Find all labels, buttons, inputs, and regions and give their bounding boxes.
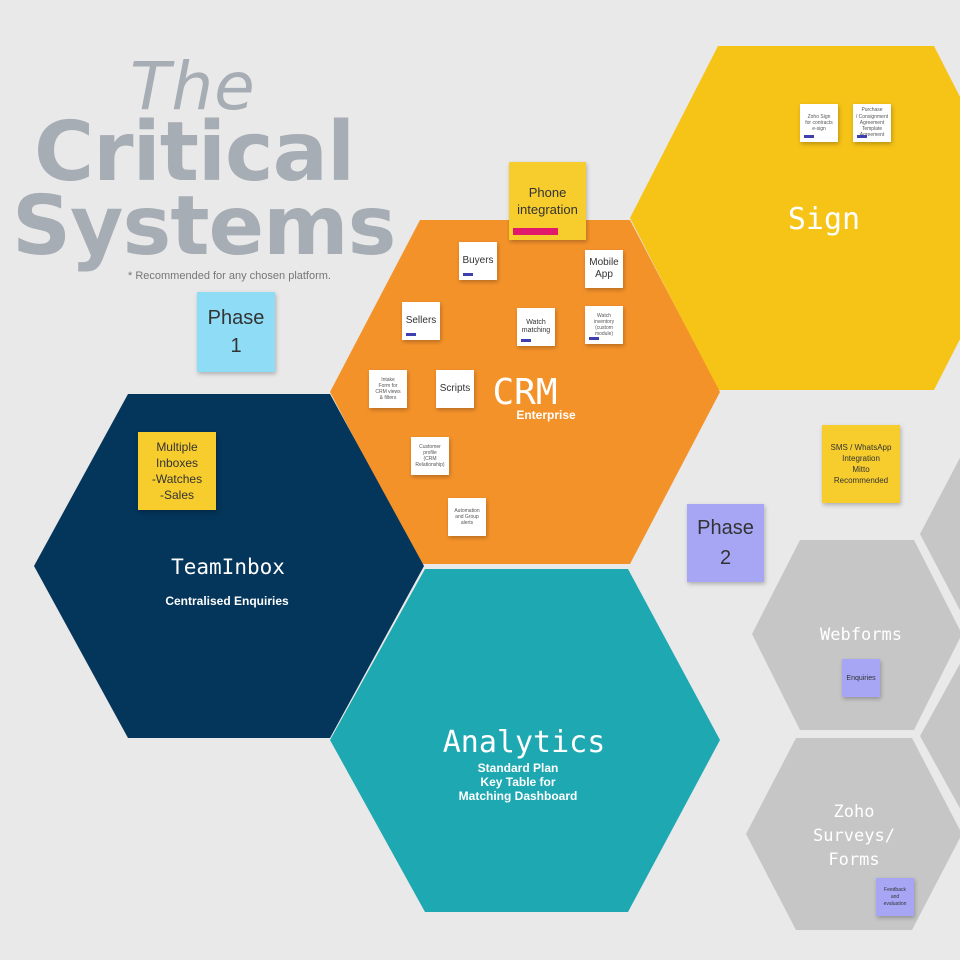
note-zoho-sign1-marker	[804, 135, 814, 138]
note-mobile-line2: App	[595, 269, 613, 280]
surveys-title-line1: Zoho	[833, 802, 875, 822]
analytics-sub-line1: Standard Plan	[477, 761, 559, 775]
note-watch-inventory-line1: Watch	[597, 312, 611, 319]
note-customer-line4: Relationship)	[415, 462, 445, 469]
crm-title: CRM	[492, 372, 558, 413]
note-zoho-sign1-line1: Zoho Sign	[807, 113, 831, 120]
note-watch-inventory-line4: module)	[594, 331, 614, 338]
note-automation[interactable]: Automation and Group alerts	[448, 498, 486, 536]
note-sms-line3: Mitto	[852, 465, 870, 474]
note-intake-line3: CRM views	[375, 389, 401, 395]
note-phase-1[interactable]: Phase 1	[197, 292, 275, 372]
surveys-title-line3: Forms	[828, 850, 880, 870]
webforms-title: Webforms	[820, 625, 902, 645]
note-automation-line3: alerts	[460, 520, 474, 527]
analytics-sub-line3: Matching Dashboard	[458, 789, 578, 803]
note-scripts-label: Scripts	[439, 383, 471, 394]
note-mobile-line1: Mobile	[589, 257, 619, 268]
note-sms-line4: Recommended	[833, 476, 889, 485]
sign-title: Sign	[787, 202, 861, 237]
note-watch-inventory-line3: (custom	[595, 325, 613, 331]
note-feedback-line1: Feedback	[884, 886, 906, 893]
note-feedback-line3: evaluation	[883, 900, 907, 907]
note-zoho-sign1-line2: for contracts	[805, 119, 833, 126]
note-watch-inventory[interactable]: Watch inventory (custom module)	[585, 306, 623, 344]
hexagon-webforms[interactable]	[752, 540, 960, 730]
note-inboxes-line2: Inboxes	[155, 456, 199, 470]
note-buyers-label: Buyers	[462, 255, 494, 266]
note-mobile-app[interactable]: Mobile App	[585, 250, 623, 288]
note-sellers-label: Sellers	[405, 315, 437, 326]
note-inboxes-line4: -Sales	[159, 488, 194, 502]
teaminbox-title: TeamInbox	[171, 555, 285, 579]
note-watch-inventory-marker	[589, 337, 599, 340]
note-watch-matching-line1: Watch	[526, 318, 546, 326]
surveys-title: Zoho Surveys/ Forms	[813, 800, 895, 872]
note-zoho-sign2-marker	[857, 135, 867, 138]
note-phone-line1: Phone	[528, 185, 567, 200]
note-zoho-sign2-line5: Agreement	[859, 132, 885, 139]
note-zoho-sign2-line4: Template	[861, 126, 883, 133]
note-feedback[interactable]: Feedback and evaluation	[876, 878, 914, 916]
note-intake-line1: Intake	[381, 376, 395, 383]
note-customer-line3: (CRM	[423, 456, 437, 462]
title-systems: Systems	[12, 179, 396, 274]
note-inboxes-line3: -Watches	[151, 472, 203, 486]
title-critical: Critical	[34, 105, 355, 200]
hexagon-edge-bottom	[920, 663, 960, 809]
hexagon-teaminbox[interactable]	[34, 394, 424, 738]
crm-subtitle: Enterprise	[516, 408, 576, 422]
note-sellers[interactable]: Sellers	[402, 302, 440, 340]
surveys-title-line2: Surveys/	[813, 826, 895, 846]
phase-1-line2: 1	[230, 335, 242, 357]
note-watch-inventory-line2: inventory	[593, 318, 615, 325]
analytics-subtitle: Standard Plan Key Table for Matching Das…	[459, 761, 578, 803]
note-watch-matching-marker	[521, 339, 531, 342]
note-zoho-sign-contracts[interactable]: Zoho Sign for contracts e-sign	[800, 104, 838, 142]
note-sellers-marker	[406, 333, 416, 336]
note-intake-line2: Form for	[378, 382, 398, 389]
note-enquiries-label: Enquiries	[846, 674, 876, 682]
note-enquiries[interactable]: Enquiries	[842, 659, 880, 697]
title-footnote: * Recommended for any chosen platform.	[128, 270, 331, 282]
note-inboxes-line1: Multiple	[156, 440, 198, 454]
note-customer-profile[interactable]: Customer profile (CRM Relationship)	[411, 437, 449, 475]
note-sms-line1: SMS / WhatsApp	[830, 443, 892, 452]
note-scripts[interactable]: Scripts	[436, 370, 474, 408]
note-buyers[interactable]: Buyers	[459, 242, 497, 280]
note-multiple-inboxes[interactable]: Multiple Inboxes -Watches -Sales	[138, 432, 216, 510]
note-watch-matching-line2: matching	[521, 327, 551, 334]
note-phone-marker	[513, 228, 558, 235]
note-watch-matching[interactable]: Watch matching	[517, 308, 555, 346]
note-zoho-sign1-line3: e-sign	[812, 126, 826, 133]
phase-1-line1: Phase	[207, 307, 265, 329]
analytics-title: Analytics	[442, 725, 606, 760]
note-customer-line2: profile	[423, 449, 437, 456]
teaminbox-subtitle: Centralised Enquiries	[165, 594, 289, 608]
note-phone-line2: integration	[517, 202, 578, 217]
note-phase-2[interactable]: Phase 2	[687, 504, 764, 582]
note-customer-line1: Customer	[419, 443, 441, 450]
note-zoho-sign2-line1: Purchase	[861, 107, 883, 114]
note-sms-whatsapp[interactable]: SMS / WhatsApp Integration Mitto Recomme…	[822, 425, 900, 503]
phase-2-line2: 2	[719, 547, 732, 569]
note-intake-form[interactable]: Intake Form for CRM views & filters	[369, 370, 407, 408]
hexagon-edge-top	[920, 457, 960, 611]
note-zoho-sign2-line3: Agreement	[859, 119, 885, 126]
hexagon-analytics[interactable]	[330, 569, 720, 912]
note-automation-line1: Automation	[454, 507, 480, 514]
note-feedback-line2: and	[890, 893, 900, 900]
phase-2-line1: Phase	[697, 517, 754, 539]
note-sms-line2: Integration	[842, 454, 880, 463]
note-automation-line2: and Group	[455, 513, 479, 520]
note-buyers-marker	[463, 273, 473, 276]
analytics-sub-line2: Key Table for	[480, 775, 556, 789]
note-intake-line4: & filters	[379, 395, 397, 402]
note-zoho-sign-agreement[interactable]: Purchase / Consignment Agreement Templat…	[853, 104, 891, 142]
title-the: The	[130, 48, 256, 125]
note-zoho-sign2-line2: / Consignment	[855, 113, 889, 120]
note-phone-integration[interactable]: Phone integration	[509, 162, 586, 240]
